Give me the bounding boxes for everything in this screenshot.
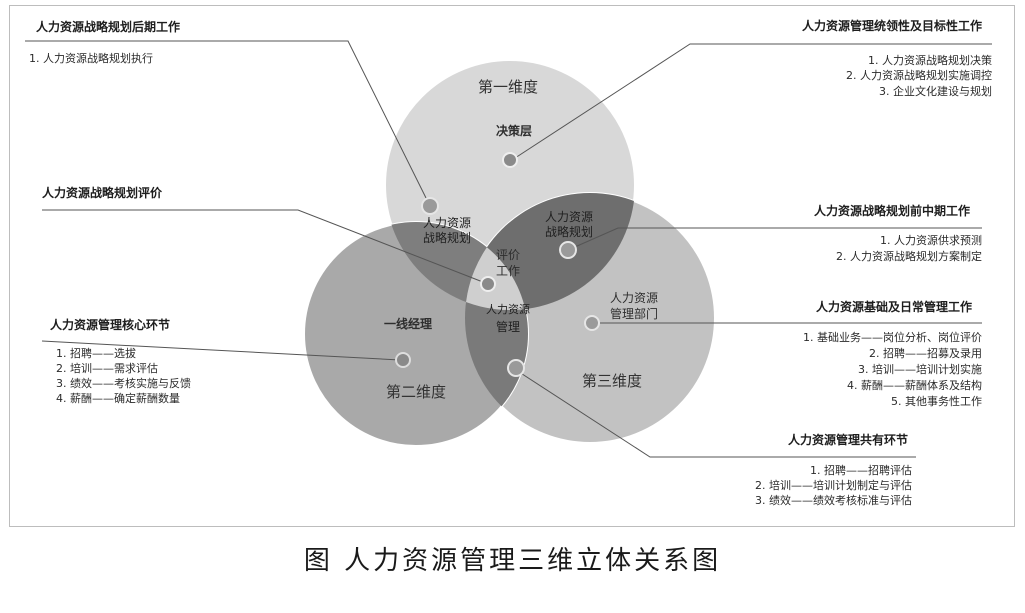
annotation-mid-left-title: 人力资源战略规划评价 xyxy=(42,185,163,200)
annotation-top-right-item-3: 3. 企业文化建设与规划 xyxy=(879,84,992,98)
annotation-low-right-item-3: 3. 培训——培训计划实施 xyxy=(858,362,982,376)
label-overlap-first-third-line2: 战略规划 xyxy=(545,224,593,239)
marker-evaluation xyxy=(480,276,496,292)
connector-top-right xyxy=(511,43,992,161)
annotation-low-left-item-1: 1. 招聘——选拔 xyxy=(56,346,136,360)
label-first-dimension: 第一维度 xyxy=(478,78,538,96)
annotation-low-right-item-5: 5. 其他事务性工作 xyxy=(891,394,982,408)
connector-bottom-right xyxy=(515,369,916,458)
annotation-top-right-item-2: 2. 人力资源战略规划实施调控 xyxy=(846,68,992,82)
venn-diagram: 第一维度 决策层 第二维度 一线经理 第三维度 人力资源 管理部门 人力资源 战… xyxy=(25,18,992,507)
annotation-top-right-item-1: 1. 人力资源战略规划决策 xyxy=(868,53,992,67)
label-hr-department-line2: 管理部门 xyxy=(610,306,658,321)
marker-strategy-left xyxy=(421,197,439,215)
label-second-dimension: 第二维度 xyxy=(386,383,446,401)
annotation-low-right-item-1: 1. 基础业务——岗位分析、岗位评价 xyxy=(803,330,982,344)
annotation-low-left-title: 人力资源管理核心环节 xyxy=(50,317,170,332)
label-overlap-second-third-line1: 人力资源 xyxy=(486,302,530,316)
label-line-manager: 一线经理 xyxy=(384,316,432,331)
connector-mid-right xyxy=(567,227,982,251)
label-overlap-first-third-line1: 人力资源 xyxy=(545,210,593,224)
label-decision-layer: 决策层 xyxy=(496,123,532,138)
overlap-first-third xyxy=(465,193,635,310)
annotation-top-left-title: 人力资源战略规划后期工作 xyxy=(36,19,180,34)
label-third-dimension: 第三维度 xyxy=(582,372,642,390)
annotation-bottom-right-title: 人力资源管理共有环节 xyxy=(788,432,908,447)
marker-line-manager xyxy=(395,352,411,368)
label-overlap-second-third-line2: 管理 xyxy=(496,319,520,334)
connector-top-left xyxy=(25,40,431,207)
annotation-low-left-item-2: 2. 培训——需求评估 xyxy=(56,361,158,375)
annotation-bottom-right-item-2: 2. 培训——培训计划制定与评估 xyxy=(755,478,912,492)
annotation-low-right-item-4: 4. 薪酬——薪酬体系及结构 xyxy=(847,378,982,392)
annotation-low-right-title: 人力资源基础及日常管理工作 xyxy=(816,299,972,314)
annotation-mid-right-item-1: 1. 人力资源供求预测 xyxy=(880,233,982,247)
annotation-low-right-item-2: 2. 招聘——招募及录用 xyxy=(869,346,982,360)
label-center-line1: 评价 xyxy=(496,248,520,262)
label-hr-department-line1: 人力资源 xyxy=(610,291,658,305)
connector-low-left xyxy=(41,340,401,361)
marker-strategy-right xyxy=(559,241,577,259)
connector-mid-left xyxy=(42,209,489,285)
annotation-top-right-title: 人力资源管理统领性及目标性工作 xyxy=(802,18,982,33)
marker-hr-management xyxy=(507,359,525,377)
marker-hr-department xyxy=(584,315,600,331)
annotation-low-left-item-3: 3. 绩效——考核实施与反馈 xyxy=(56,376,191,390)
annotation-mid-right-item-2: 2. 人力资源战略规划方案制定 xyxy=(836,249,982,263)
annotation-bottom-right-item-1: 1. 招聘——招聘评估 xyxy=(810,463,912,477)
annotation-top-left-item-1: 1. 人力资源战略规划执行 xyxy=(29,51,153,65)
label-center-line2: 工作 xyxy=(496,264,520,278)
marker-decision-layer xyxy=(502,152,518,168)
annotation-bottom-right-item-3: 3. 绩效——绩效考核标准与评估 xyxy=(755,493,912,507)
annotation-mid-right-title: 人力资源战略规划前中期工作 xyxy=(814,203,970,218)
figure-caption: 图 人力资源管理三维立体关系图 xyxy=(303,546,722,576)
label-overlap-first-second-line2: 战略规划 xyxy=(423,230,471,245)
label-overlap-first-second-line1: 人力资源 xyxy=(423,216,471,230)
annotation-low-left-item-4: 4. 薪酬——确定薪酬数量 xyxy=(56,391,180,405)
